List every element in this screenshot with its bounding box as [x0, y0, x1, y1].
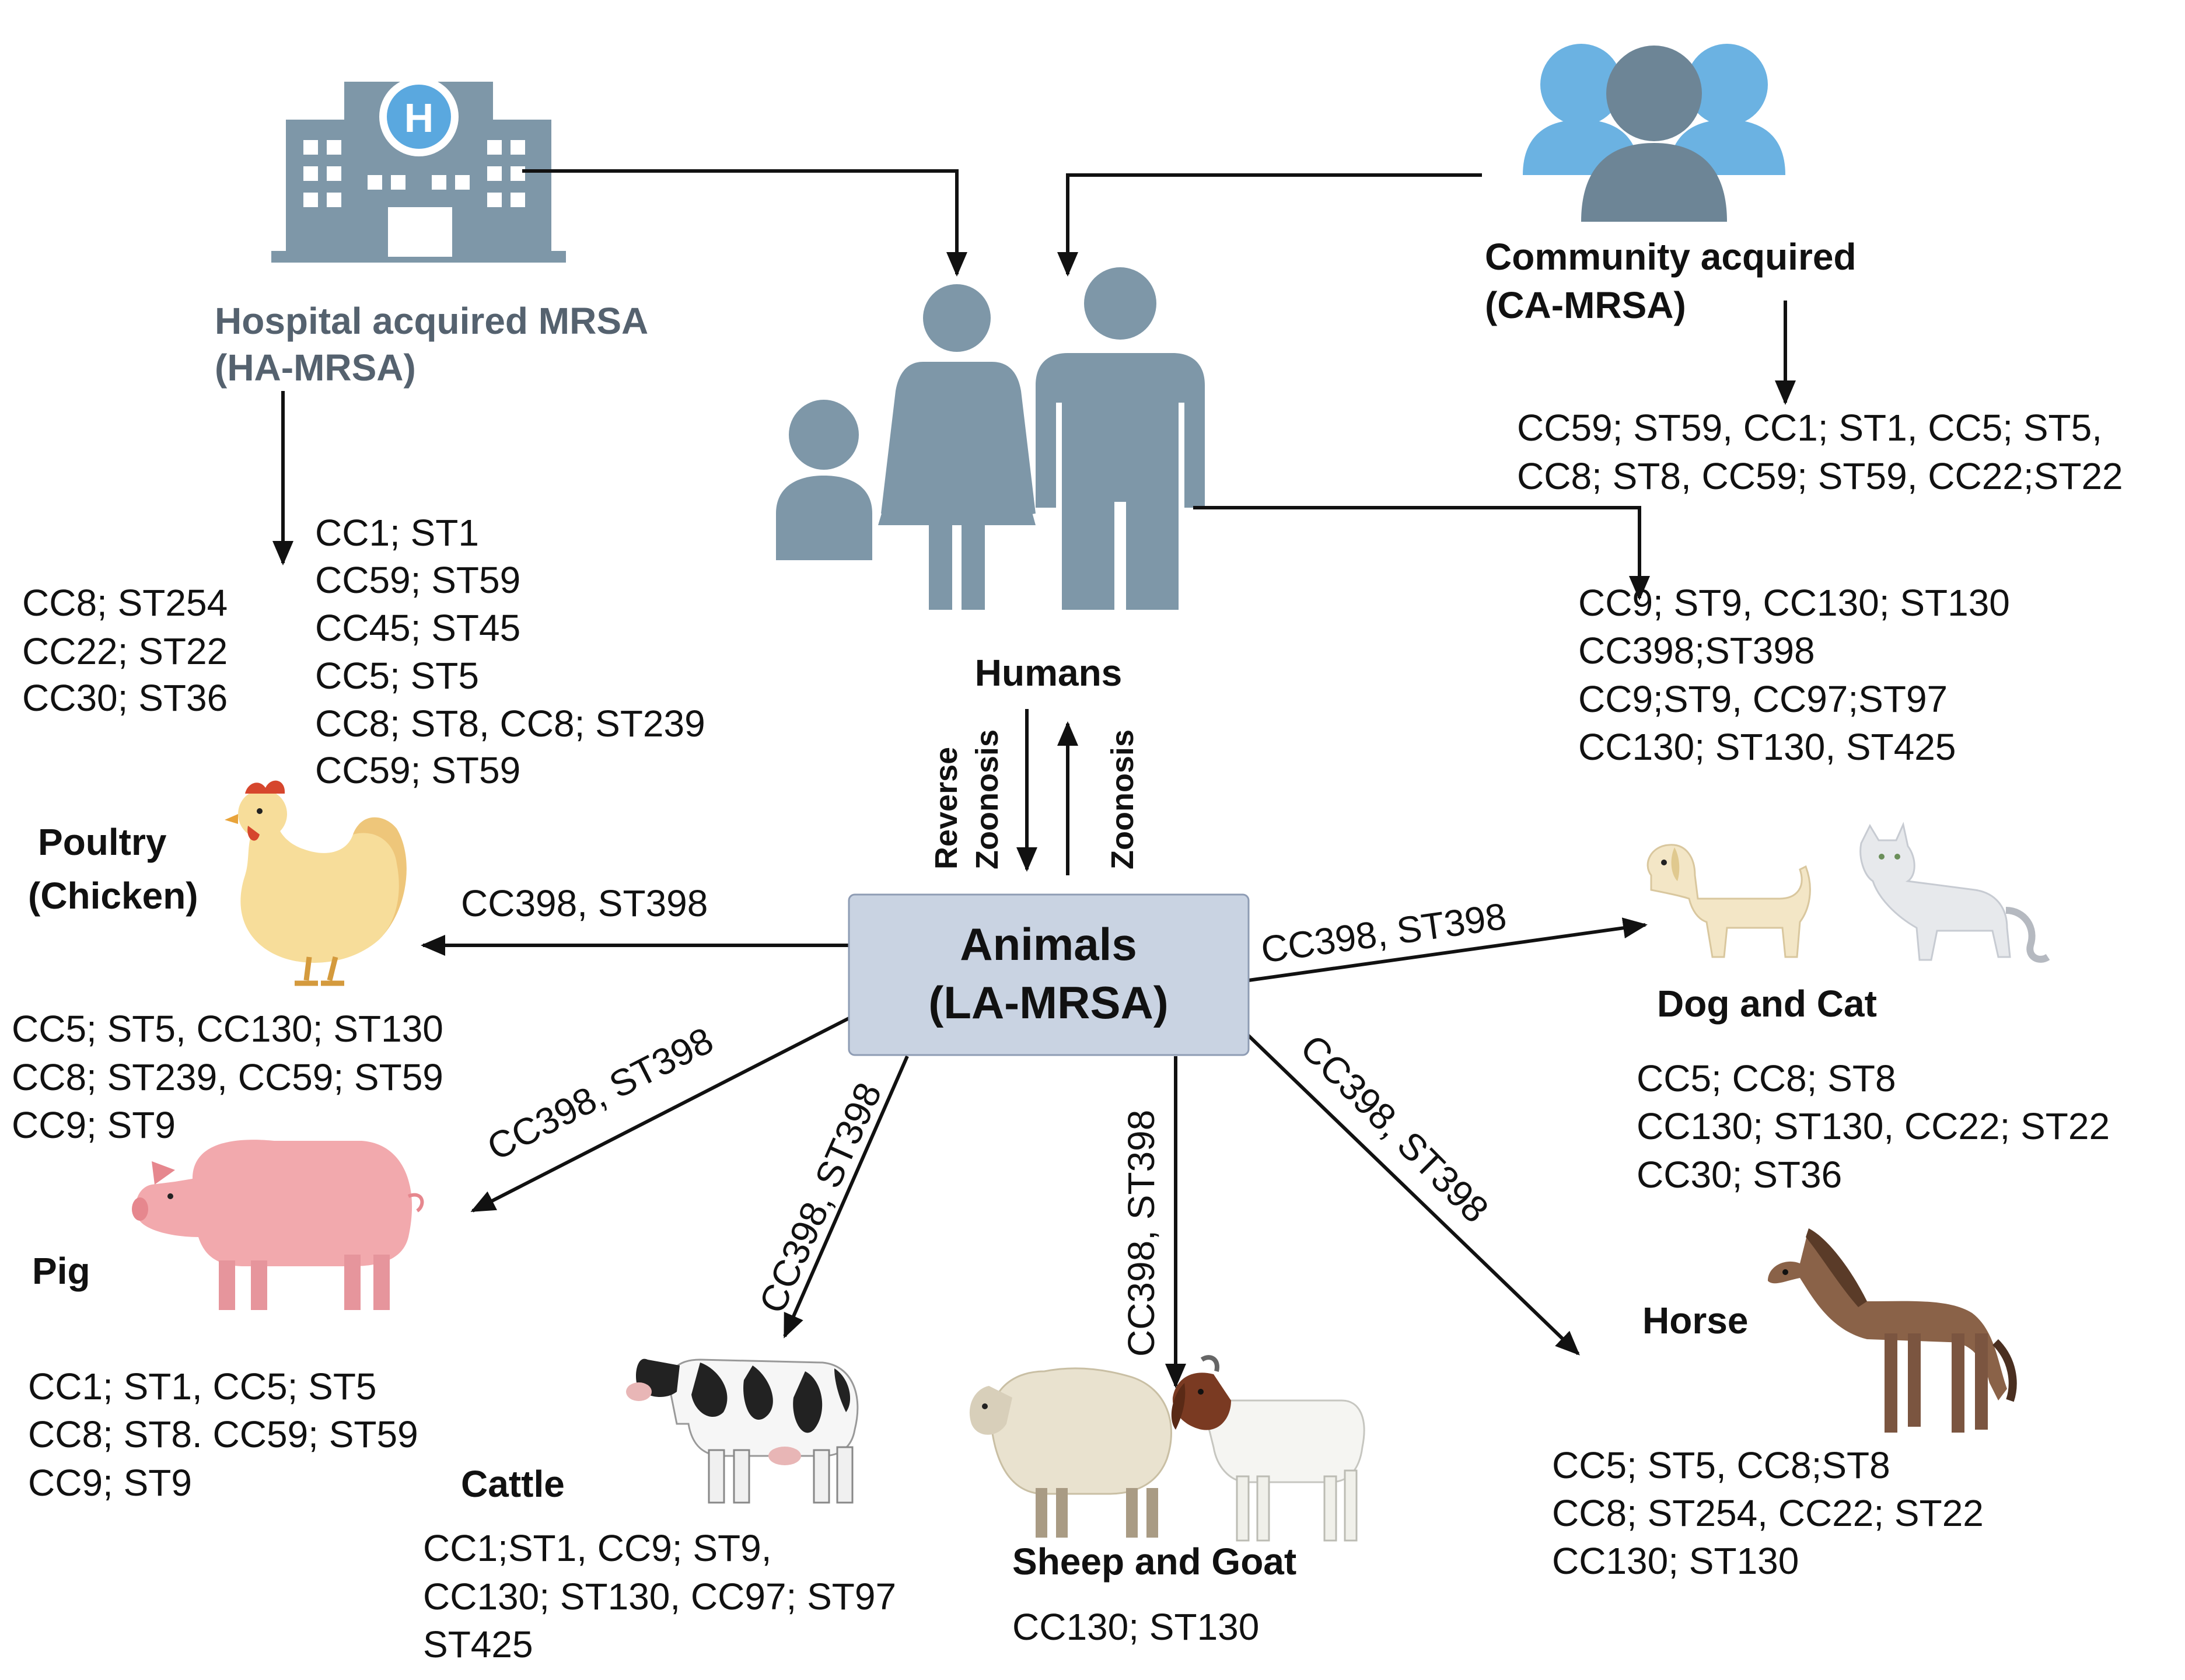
strain-line: CC8; ST8, CC59; ST59, CC22;ST22 — [1517, 455, 2123, 497]
strain-line: CC59; ST59 — [315, 559, 520, 601]
strain-line: CC1; ST1, CC5; ST5 — [28, 1365, 377, 1407]
strain-line: CC59; ST59, CC1; ST1, CC5; ST5, — [1517, 407, 2102, 449]
cattle-label: Cattle — [461, 1463, 565, 1505]
dog-cat-icon — [1646, 822, 2050, 963]
hospital-sublabel: (HA-MRSA) — [215, 347, 416, 389]
sheep-goat-arrow-label: CC398, ST398 — [1120, 1110, 1162, 1357]
reverse-zoonosis-line1: Reverse — [929, 747, 964, 869]
poultry-label: Poultry — [38, 821, 167, 863]
strain-line: CC5; ST5 — [315, 655, 479, 697]
sheep-goat-icon — [969, 1355, 1365, 1542]
sheep-goat-label: Sheep and Goat — [1012, 1541, 1296, 1583]
strain-line: CC22; ST22 — [22, 630, 228, 672]
hospital-icon: H — [271, 77, 566, 263]
horse-label: Horse — [1642, 1300, 1748, 1342]
strain-line: CC9; ST9 — [28, 1462, 192, 1504]
poultry-arrow-label: CC398, ST398 — [461, 882, 708, 924]
horse-icon — [1768, 1228, 2017, 1433]
dog-cat-label: Dog and Cat — [1657, 983, 1877, 1025]
arrow-to-dog-cat — [1248, 917, 1648, 982]
strain-line: CC5; CC8; ST8 — [1637, 1057, 1896, 1099]
horse-strains: CC5; ST5, CC8;ST8 CC8; ST254, CC22; ST22… — [1552, 1444, 1984, 1582]
family-icon — [776, 267, 1205, 610]
hospital-strains-left: CC8; ST254 CC22; ST22 CC30; ST36 — [22, 582, 228, 719]
reverse-zoonosis-line2: Zoonosis — [970, 729, 1005, 869]
horse-arrow-label: CC398, ST398 — [1292, 1026, 1497, 1231]
strain-line: CC130; ST130 — [1552, 1540, 1799, 1582]
animals-box: Animals (LA-MRSA) — [848, 893, 1250, 1056]
community-strains: CC59; ST59, CC1; ST1, CC5; ST5, CC8; ST8… — [1517, 407, 2123, 497]
strain-line: CC1; ST1 — [315, 512, 479, 554]
reverse-zoonosis-label: Reverse Zoonosis — [929, 729, 1005, 869]
strain-line: CC8; ST8, CC8; ST239 — [315, 703, 705, 745]
strain-line: CC8; ST254 — [22, 582, 228, 624]
strain-line: CC8; ST239, CC59; ST59 — [12, 1056, 443, 1098]
people-group-icon — [1523, 44, 1785, 222]
strain-line: CC9; ST9 — [12, 1104, 176, 1146]
strain-line: CC9; ST9, CC130; ST130 — [1578, 582, 2010, 624]
arrow-to-cattle — [783, 1055, 909, 1339]
strain-line: CC8; ST254, CC22; ST22 — [1552, 1492, 1984, 1534]
strain-line: CC1;ST1, CC9; ST9, — [423, 1527, 772, 1569]
chicken-icon — [225, 780, 407, 986]
pig-strains: CC1; ST1, CC5; ST5 CC8; ST8. CC59; ST59 … — [28, 1365, 418, 1504]
poultry-sublabel: (Chicken) — [28, 875, 198, 917]
dog-cat-arrow-label: CC398, ST398 — [1258, 895, 1509, 971]
animals-sublabel: (LA-MRSA) — [928, 977, 1169, 1028]
strain-line: CC30; ST36 — [22, 677, 228, 719]
cattle-arrow-label: CC398, ST398 — [751, 1077, 890, 1319]
hospital-label: Hospital acquired MRSA — [215, 300, 648, 342]
arrow-to-pig — [470, 1017, 850, 1213]
connector-arrows — [272, 169, 1796, 1388]
strain-line: CC9;ST9, CC97;ST97 — [1578, 678, 1948, 720]
strain-line: CC130; ST130, ST425 — [1578, 726, 1956, 768]
dog-cat-strains: CC5; CC8; ST8 CC130; ST130, CC22; ST22 C… — [1637, 1057, 2110, 1196]
strain-line: CC8; ST8. CC59; ST59 — [28, 1413, 418, 1455]
strain-line: CC45; ST45 — [315, 607, 520, 649]
strain-line: CC30; ST36 — [1637, 1154, 1842, 1196]
arrow-hospital-to-humans — [522, 169, 967, 277]
strain-line: CC398;ST398 — [1578, 630, 1815, 672]
pig-icon — [132, 1140, 424, 1310]
strain-line: CC5; ST5, CC8;ST8 — [1552, 1444, 1890, 1486]
strain-line: ST425 — [423, 1623, 533, 1665]
sheep-goat-strain: CC130; ST130 — [1012, 1606, 1259, 1648]
strain-line: CC5; ST5, CC130; ST130 — [12, 1008, 443, 1050]
arrow-to-horse — [1244, 1031, 1580, 1356]
hospital-strains-right: CC1; ST1 CC59; ST59 CC45; ST45 CC5; ST5 … — [315, 512, 705, 791]
strain-line: CC130; ST130, CC22; ST22 — [1637, 1105, 2110, 1147]
pig-label: Pig — [32, 1250, 90, 1292]
cattle-strains: CC1;ST1, CC9; ST9, CC130; ST130, CC97; S… — [423, 1527, 896, 1665]
humans-strains: CC9; ST9, CC130; ST130 CC398;ST398 CC9;S… — [1578, 582, 2010, 768]
humans-label: Humans — [975, 652, 1123, 694]
arrow-community-to-humans — [1057, 173, 1482, 277]
cow-icon — [626, 1358, 859, 1504]
zoonosis-label: Zoonosis — [1105, 729, 1140, 869]
community-sublabel: (CA-MRSA) — [1485, 284, 1686, 326]
arrow-humans-to-strains — [1193, 506, 1650, 600]
community-label: Community acquired — [1485, 236, 1857, 278]
poultry-strains: CC5; ST5, CC130; ST130 CC8; ST239, CC59;… — [12, 1008, 443, 1146]
strain-line: CC130; ST130, CC97; ST97 — [423, 1576, 896, 1618]
strain-line: CC59; ST59 — [315, 749, 520, 791]
animals-label: Animals — [960, 918, 1137, 970]
hospital-icon-letter: H — [404, 95, 434, 141]
